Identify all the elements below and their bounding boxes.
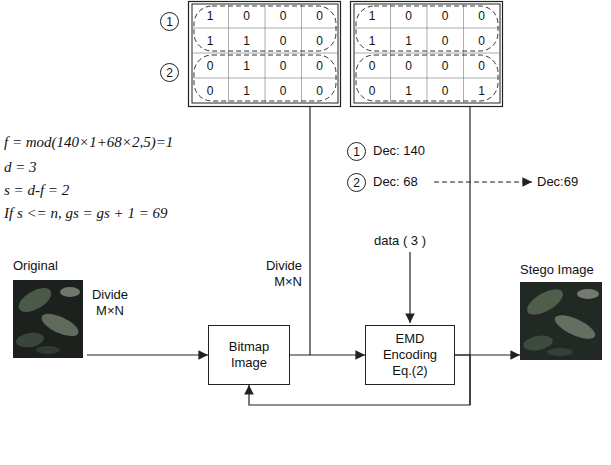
- table-cell: 0: [273, 58, 293, 74]
- table-cell: 0: [310, 83, 330, 99]
- table-cell: 0: [273, 8, 293, 24]
- table-cell: 0: [310, 58, 330, 74]
- bitmap-grid: [189, 2, 341, 107]
- formula: s = d-f = 2: [4, 181, 69, 199]
- table-cell: 0: [200, 58, 220, 74]
- formula: f = mod(140×1+68×2,5)=1: [4, 133, 173, 151]
- table-cell: 0: [472, 58, 492, 74]
- data-label: data ( 3 ): [374, 233, 426, 249]
- table-cell: 0: [362, 83, 382, 99]
- table-cell: 0: [472, 8, 492, 24]
- table-cell: 0: [435, 58, 455, 74]
- block-line: [309, 107, 310, 355]
- step-label: Divide M×N: [246, 258, 302, 290]
- table-cell: 1: [472, 83, 492, 99]
- bitmap-grid: [351, 2, 503, 107]
- table-cell: 1: [399, 83, 419, 99]
- change-arrow: [434, 181, 532, 182]
- table-cell: 0: [237, 8, 257, 24]
- table-cell: 0: [310, 8, 330, 24]
- image-block: Original: [13, 258, 87, 358]
- table-cell: 1: [200, 33, 220, 49]
- callout-number: 2: [347, 173, 366, 192]
- node-text: Bitmap Image: [215, 339, 283, 371]
- table-cell: 1: [237, 83, 257, 99]
- table-cell: 0: [435, 33, 455, 49]
- decimal-value: Dec: 140: [373, 143, 425, 159]
- node-text: Original: [13, 258, 87, 274]
- table-cell: 0: [472, 33, 492, 49]
- table-cell: 0: [273, 33, 293, 49]
- data-arrow: [409, 252, 410, 323]
- original-image: [13, 280, 83, 358]
- table-cell: 0: [362, 58, 382, 74]
- image-block: Stego Image: [520, 262, 606, 362]
- callout-number: 2: [160, 63, 179, 82]
- table-cell: 0: [200, 83, 220, 99]
- formula: d = 3: [4, 158, 37, 176]
- decimal-value: Dec:69: [537, 174, 578, 190]
- node-text: Stego Image: [520, 262, 606, 278]
- formula: If s <= n, gs = gs + 1 = 69: [4, 204, 168, 222]
- process-box: EMD Encoding Eq.(2): [365, 325, 455, 385]
- table-cell: 0: [310, 33, 330, 49]
- process-box: Bitmap Image: [208, 325, 290, 385]
- node-text: EMD Encoding Eq.(2): [372, 331, 448, 379]
- table-cell: 0: [399, 8, 419, 24]
- table-cell: 1: [200, 8, 220, 24]
- table-cell: 1: [399, 33, 419, 49]
- flow-arrow: [87, 354, 208, 355]
- stego-image: [520, 282, 602, 360]
- table-cell: 0: [435, 8, 455, 24]
- callout-number: 1: [347, 142, 366, 161]
- table-cell: 1: [362, 8, 382, 24]
- table-cell: 0: [273, 83, 293, 99]
- table-cell: 0: [399, 58, 419, 74]
- decimal-value: Dec: 68: [373, 174, 418, 190]
- table-cell: 1: [237, 58, 257, 74]
- table-cell: 1: [362, 33, 382, 49]
- callout-number: 1: [160, 12, 179, 31]
- flow-arrow: [290, 354, 365, 355]
- table-cell: 1: [237, 33, 257, 49]
- edge-label: Divide M×N: [84, 287, 136, 319]
- table-cell: 0: [435, 83, 455, 99]
